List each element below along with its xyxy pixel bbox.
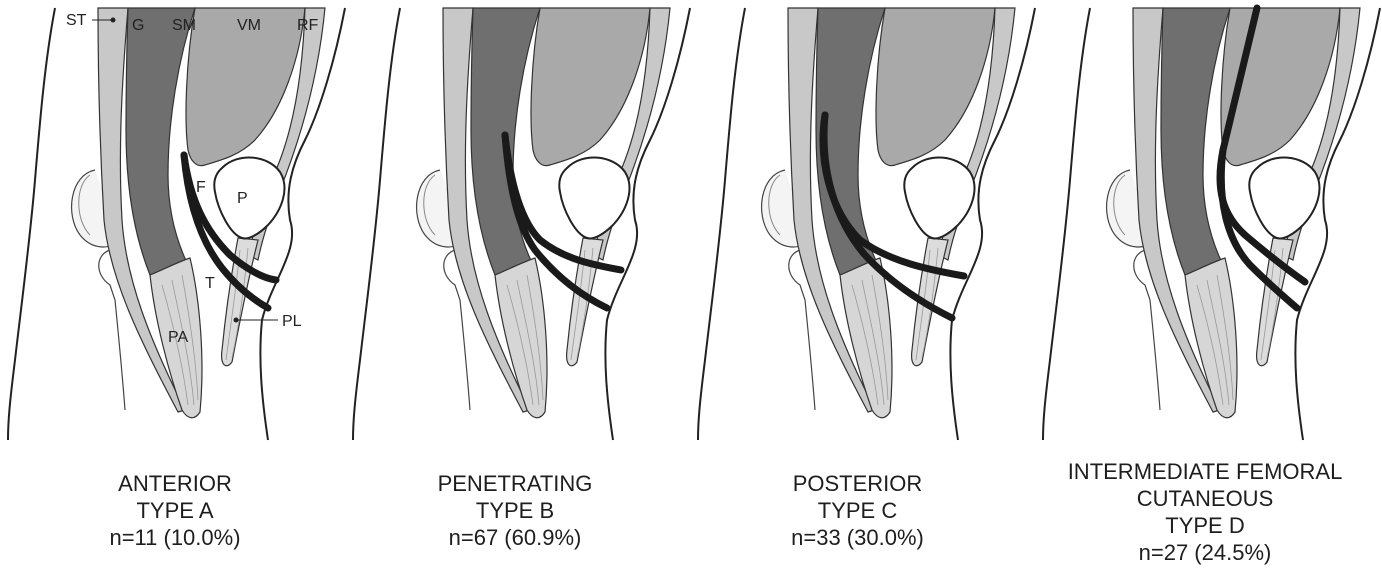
caption-name: POSTERIOR — [745, 470, 970, 497]
caption-type: TYPE A — [75, 497, 275, 524]
label-sm: SM — [172, 17, 196, 34]
panel-penetrating — [353, 8, 690, 440]
caption-count: n=33 (30.0%) — [745, 524, 970, 551]
label-st: ST — [66, 12, 87, 29]
label-t: T — [205, 275, 215, 292]
label-p: P — [237, 190, 248, 207]
label-g: G — [132, 17, 144, 34]
caption-type: TYPE D — [1030, 512, 1380, 539]
caption-name-line2: CUTANEOUS — [1030, 485, 1380, 512]
label-f: F — [196, 179, 206, 196]
caption-type: TYPE B — [400, 497, 630, 524]
caption-name: ANTERIOR — [75, 470, 275, 497]
caption-type-c: POSTERIOR TYPE C n=33 (30.0%) — [745, 470, 970, 551]
caption-type-b: PENETRATING TYPE B n=67 (60.9%) — [400, 470, 630, 551]
label-pa: PA — [168, 329, 188, 346]
panel-intermediate-femoral-cutaneous — [1043, 8, 1380, 440]
caption-type-d: INTERMEDIATE FEMORAL CUTANEOUS TYPE D n=… — [1030, 458, 1380, 566]
label-rf: RF — [297, 17, 319, 34]
caption-count: n=11 (10.0%) — [75, 524, 275, 551]
caption-count: n=67 (60.9%) — [400, 524, 630, 551]
label-pl: PL — [282, 313, 302, 330]
caption-count: n=27 (24.5%) — [1030, 539, 1380, 566]
caption-type: TYPE C — [745, 497, 970, 524]
panel-anterior: ST G SM VM RF F P T PA PL — [8, 8, 345, 440]
label-vm: VM — [237, 17, 261, 34]
caption-name-line1: INTERMEDIATE FEMORAL — [1030, 458, 1380, 485]
caption-name: PENETRATING — [400, 470, 630, 497]
panel-posterior — [698, 8, 1035, 440]
caption-type-a: ANTERIOR TYPE A n=11 (10.0%) — [75, 470, 275, 551]
